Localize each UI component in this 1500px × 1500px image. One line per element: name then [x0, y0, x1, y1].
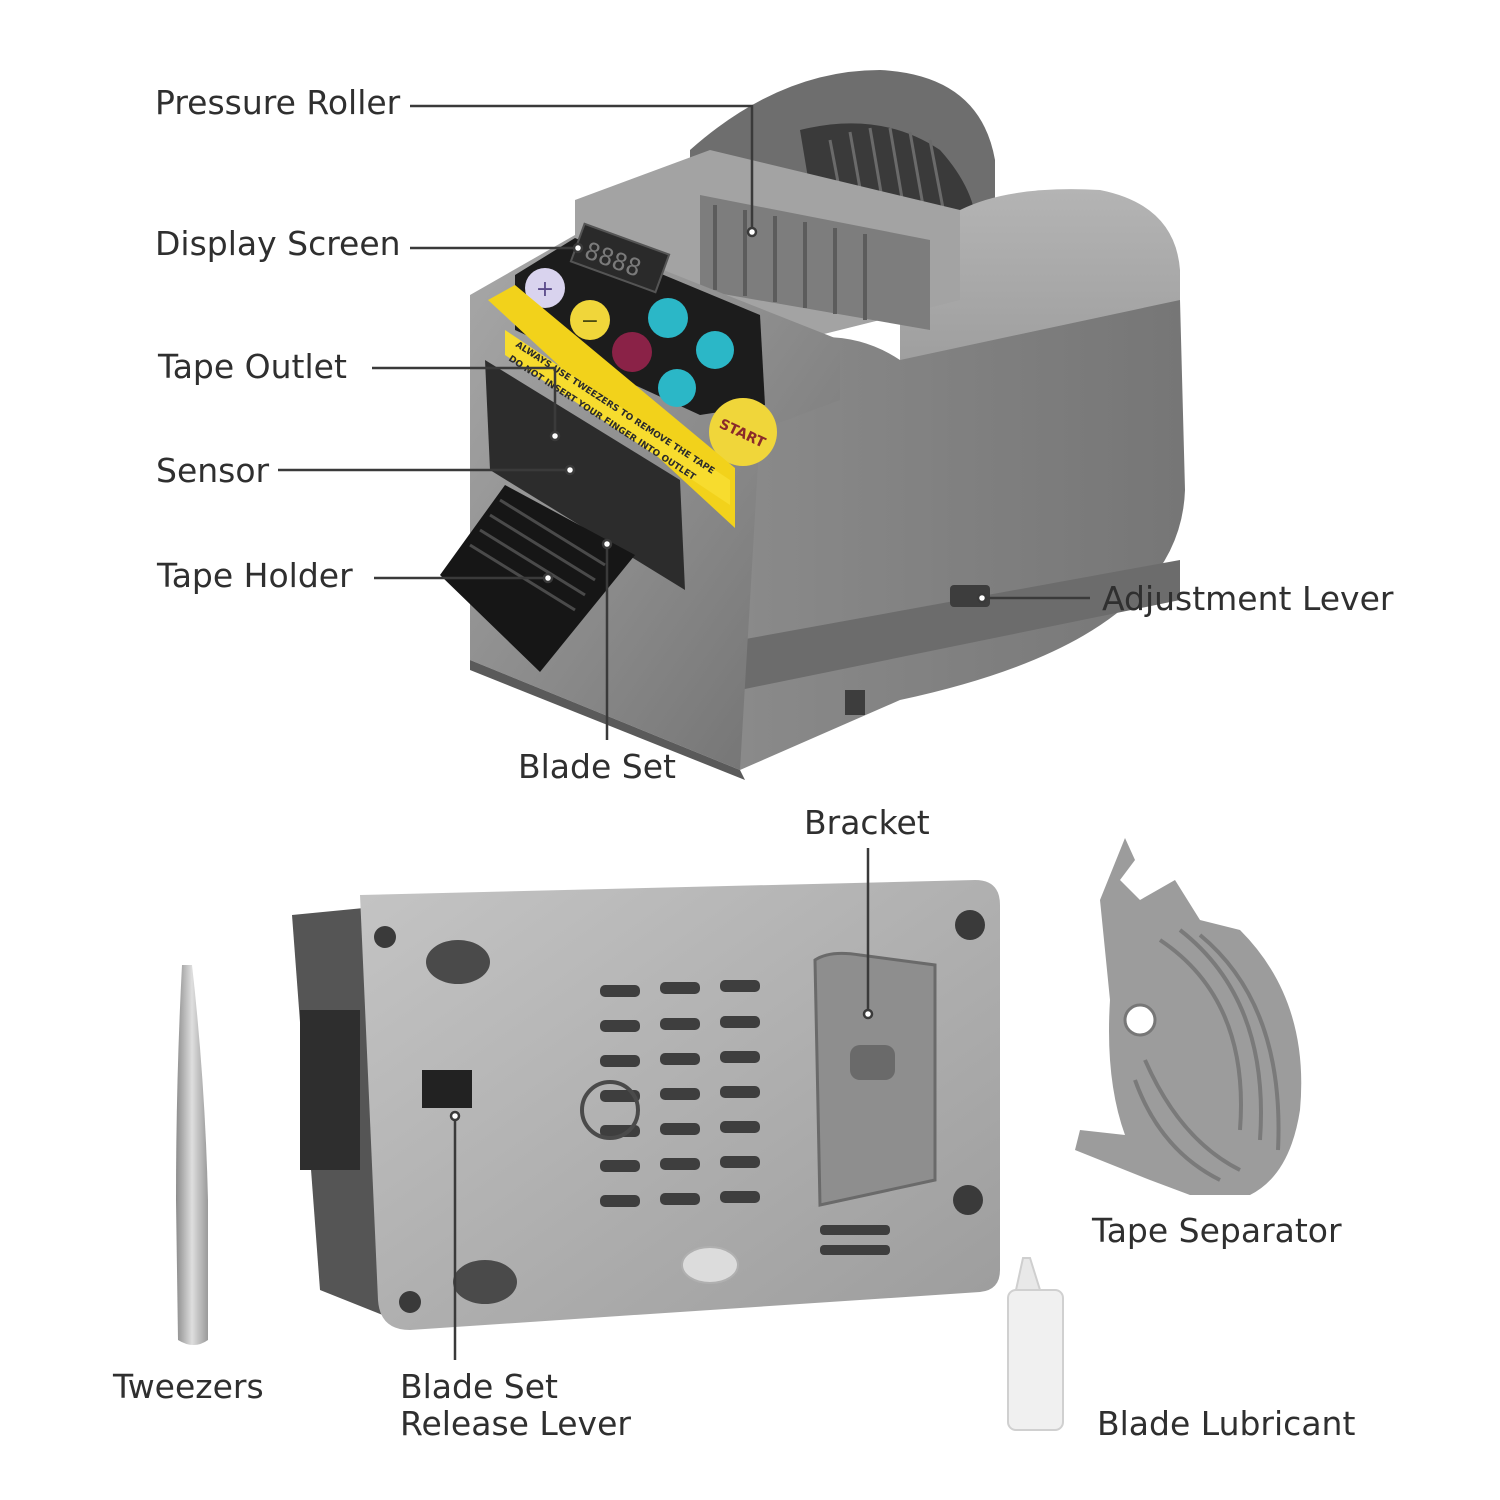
tweezers-label: Tweezers: [113, 1367, 264, 1406]
separator-hole: [1123, 1003, 1157, 1037]
callout-tape-outlet: [372, 366, 557, 432]
foot-br: [953, 1185, 983, 1215]
tape-separator-part: [1075, 838, 1302, 1195]
tape-outlet-part: [485, 360, 685, 590]
sensor-label: Sensor: [156, 451, 270, 490]
blade-lubricant-part: [1007, 1257, 1064, 1431]
mode-button: [648, 298, 688, 338]
foot-tr: [955, 910, 985, 940]
separator-grooves: [1133, 928, 1281, 1182]
pressure-roller-label: Pressure Roller: [155, 83, 401, 122]
foot-bl: [399, 1291, 421, 1313]
vent-slots: [600, 980, 890, 1255]
foot-tl: [374, 926, 396, 948]
tape-separator-label: Tape Separator: [1092, 1211, 1342, 1250]
down-button: [658, 369, 696, 407]
control-panel: [515, 238, 765, 415]
tweezers-part: [176, 965, 208, 1345]
display-screen-part: [569, 222, 671, 294]
release-lever-part: [422, 1070, 472, 1108]
release-lever-label-line2: Release Lever: [400, 1404, 631, 1443]
separator-plate: [1075, 838, 1302, 1195]
callout-dots: [449, 226, 988, 1122]
minus-button: [570, 300, 610, 340]
adjustment-lever-label: Adjustment Lever: [1102, 579, 1394, 618]
dispenser-bottom-view: [292, 880, 1000, 1330]
minus-symbol: −: [581, 309, 599, 334]
foot-small: [845, 690, 865, 715]
side-connector: [300, 1010, 360, 1170]
pad-bottom: [453, 1260, 517, 1304]
up-button: [696, 331, 734, 369]
bottle-body: [1007, 1289, 1064, 1431]
callout-pressure-roller: [410, 104, 754, 228]
callout-lines: [278, 104, 1090, 1360]
bracket-label: Bracket: [804, 803, 930, 842]
roller-grooves: [713, 205, 867, 320]
warning-sticker-band: [505, 330, 730, 505]
clear-knob: [681, 1246, 739, 1284]
plus-button: [525, 268, 565, 308]
tape-holder-ribs: [469, 498, 606, 612]
blade-lubricant-label: Blade Lubricant: [1097, 1404, 1356, 1443]
bottle-cap: [1014, 1257, 1042, 1291]
pad-top: [426, 940, 490, 984]
display-screen-label: Display Screen: [155, 224, 401, 263]
side-ridge: [740, 560, 1180, 690]
release-lever-label-line1: Blade Set: [400, 1367, 558, 1406]
start-button: [709, 398, 777, 466]
bracket-slot: [850, 1045, 895, 1080]
tape-outlet-label: Tape Outlet: [158, 347, 347, 386]
pressure-roller-part: [700, 195, 930, 330]
plus-symbol: +: [536, 277, 554, 302]
base-dial: [580, 1080, 640, 1140]
stop-button: [612, 332, 652, 372]
dispenser-front-view: 8888 + − START ALWAYS USE TWEEZERS TO RE…: [440, 70, 1185, 780]
tape-holder-label: Tape Holder: [157, 556, 353, 595]
blade-set-label: Blade Set: [518, 747, 676, 786]
